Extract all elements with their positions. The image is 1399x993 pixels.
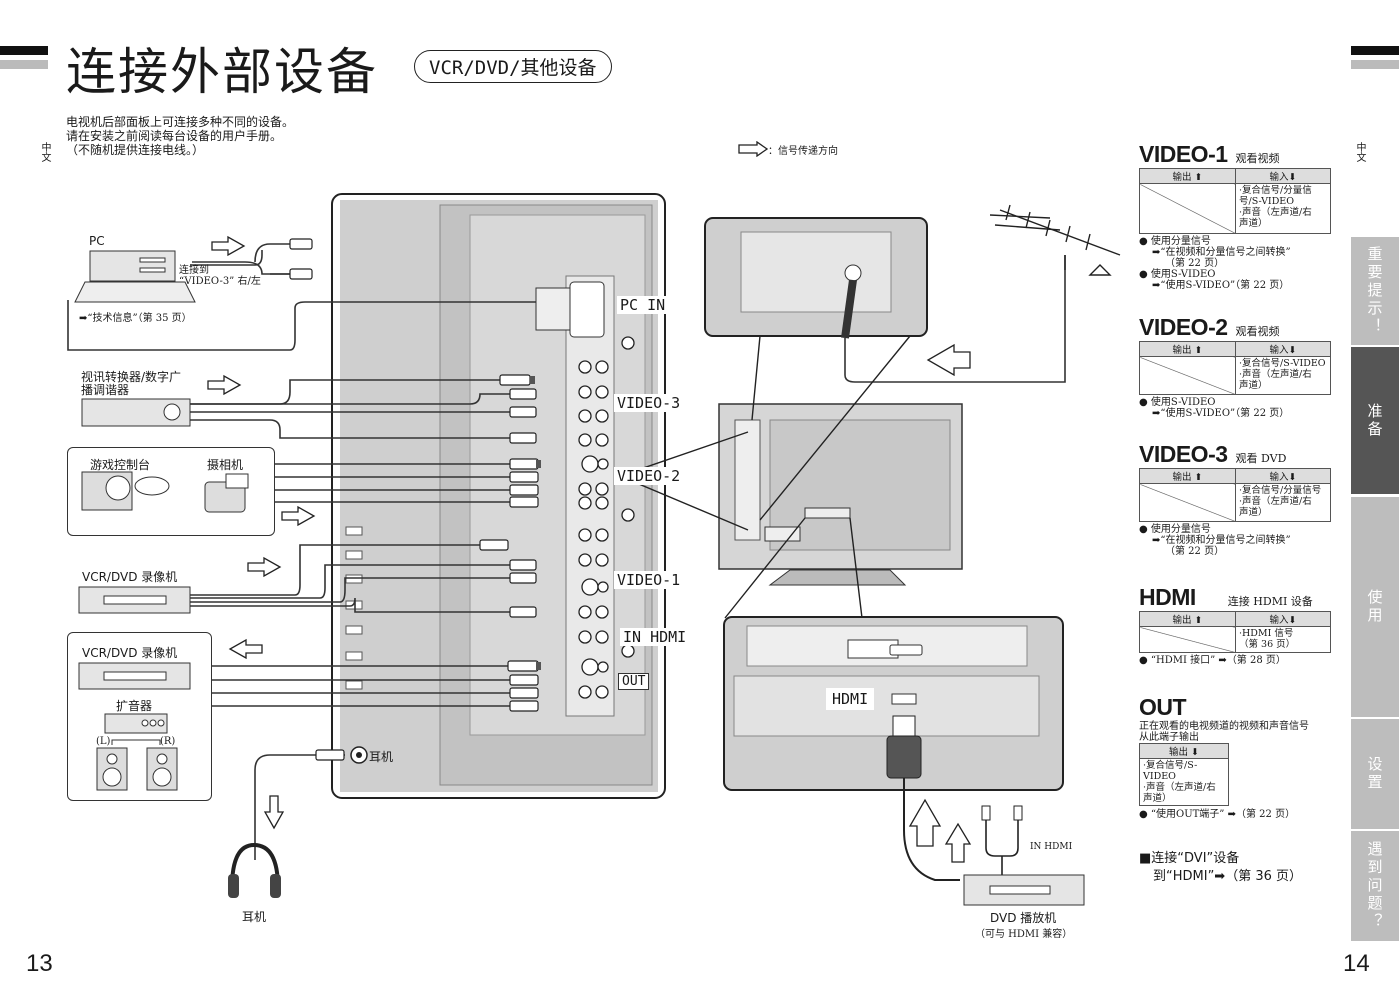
- section-video2-title: VIDEO-2: [1139, 314, 1228, 340]
- vcr-in-label: VCR/DVD 录像机: [82, 570, 178, 584]
- page-number-right: 14: [1343, 950, 1370, 977]
- section-out-title: OUT: [1139, 694, 1187, 720]
- header-bar-right: [1351, 46, 1399, 55]
- headphones-label: 耳机: [242, 910, 267, 924]
- port-video2: VIDEO-2: [614, 467, 684, 485]
- port-pc-in: PC IN: [617, 296, 669, 314]
- legend-text: ：信号传递方向: [768, 146, 838, 157]
- tab-settings[interactable]: 设置: [1351, 719, 1399, 829]
- page-number-left: 13: [26, 950, 53, 977]
- port-video1: VIDEO-1: [614, 571, 684, 589]
- tab-important[interactable]: 重要提示！: [1351, 237, 1399, 345]
- page-subtitle: VCR/DVD/其他设备: [414, 50, 612, 83]
- header-bar-right-grey: [1351, 60, 1399, 69]
- dvd-note: （可与 HDMI 兼容）: [975, 929, 1073, 940]
- tuner-label: 视讯转换器/数字广播调谐器: [81, 370, 182, 397]
- in-hdmi-small-label: IN HDMI: [1030, 842, 1073, 852]
- amplifier-label: 扩音器: [116, 699, 153, 713]
- side-label-left: 中文: [39, 142, 50, 162]
- dvi-note: ■连接“DVI”设备 到“HDMI”➡（第 36 页）: [1139, 851, 1303, 884]
- port-out: OUT: [618, 673, 650, 690]
- header-bar-left-grey: [0, 60, 48, 69]
- tab-use[interactable]: 使用: [1351, 497, 1399, 717]
- headphone-jack-label: 耳机: [369, 750, 394, 764]
- section-out: OUT 正在观看的电视频道的视频和声音信号 从此端子输出 输出 ⬇ ·复合信号/…: [1139, 694, 1339, 820]
- vcr-out-label: VCR/DVD 录像机: [82, 646, 178, 660]
- side-label-right: 中文: [1354, 142, 1365, 162]
- tab-prepare[interactable]: 准备: [1351, 347, 1399, 494]
- port-video3: VIDEO-3: [614, 394, 684, 412]
- camcorder-label: 摄相机: [207, 458, 244, 472]
- page-title: 连接外部设备: [66, 43, 378, 101]
- section-video3-title: VIDEO-3: [1139, 441, 1228, 467]
- port-in-hdmi: IN HDMI: [620, 628, 690, 646]
- dvd-player-label: DVD 播放机: [990, 911, 1057, 925]
- game-camera-box: [67, 447, 275, 536]
- pc-connect-label: 连接到“VIDEO-3” 右/左: [179, 265, 261, 287]
- pc-reference: ➡“技术信息”（第 35 页）: [79, 313, 192, 324]
- section-hdmi-title: HDMI: [1139, 584, 1196, 610]
- output-devices-box: [67, 632, 212, 801]
- game-console-label: 游戏控制台: [90, 458, 151, 472]
- speaker-left-label: (L): [96, 736, 111, 747]
- speaker-right-label: (R): [160, 736, 176, 747]
- tab-troubleshoot[interactable]: 遇到问题？: [1351, 831, 1399, 941]
- header-bar-left: [0, 46, 48, 55]
- intro-text: 电视机后部面板上可连接多种不同的设备。请在安装之前阅读每台设备的用户手册。（不随…: [66, 115, 295, 157]
- port-hdmi: HDMI: [826, 688, 875, 710]
- section-video1-title: VIDEO-1: [1139, 141, 1228, 167]
- arrow-right-icon: [738, 141, 768, 157]
- pc-label: PC: [89, 234, 105, 248]
